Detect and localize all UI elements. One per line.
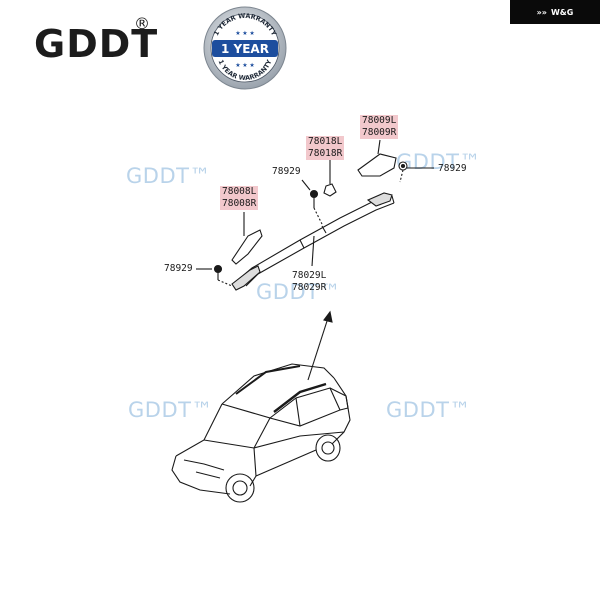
part-number: 78029R: [292, 282, 327, 293]
part-label-clip-top: 78929: [272, 166, 301, 177]
badge-center-text: 1 YEAR: [221, 42, 269, 56]
wings-icon: »»: [536, 7, 547, 17]
star-icon: ★ ★ ★: [235, 30, 254, 37]
rear-end-cover: [357, 153, 397, 177]
center-cover: [323, 183, 337, 197]
corner-tag-label: W&G: [550, 7, 574, 17]
watermark: GDDT™: [128, 398, 213, 422]
clip-bolt: [398, 161, 408, 183]
front-foot: [231, 265, 261, 291]
part-number: 78008R: [220, 198, 259, 210]
watermark: GDDT™: [396, 150, 481, 174]
part-number: 78008L: [220, 186, 259, 198]
front-end-cover: [231, 229, 263, 265]
watermark: GDDT™: [256, 280, 341, 304]
part-number: 78029L: [292, 270, 327, 281]
part-label-clip-right: 78929: [438, 163, 467, 174]
rear-foot: [366, 192, 393, 207]
brand-logo: GDDT: [34, 22, 159, 66]
clip-bolt: [309, 189, 323, 225]
part-number: 78009R: [360, 127, 399, 139]
star-icon: ★ ★ ★: [235, 62, 254, 69]
registered-mark: ®: [134, 14, 150, 33]
part-number: 78018R: [306, 148, 345, 160]
part-label-78018: 78018L 78018R: [306, 136, 345, 160]
corner-tag: »» W&G: [510, 0, 600, 24]
part-label-78009: 78009L 78009R: [360, 115, 399, 139]
watermark: GDDT™: [386, 398, 471, 422]
clip-bolt: [213, 264, 233, 287]
suv-outline: [171, 363, 351, 503]
callout-arrow: [307, 310, 333, 381]
part-number: 78018L: [306, 136, 345, 148]
warranty-badge: 1 YEAR WARRANTY 1 YEAR WARRANTY 1 YEAR ★…: [203, 6, 287, 90]
part-label-78029: 78029L 78029R: [292, 270, 326, 294]
part-number: 78009L: [360, 115, 399, 127]
watermark: GDDT™: [126, 164, 211, 188]
part-label-78008: 78008L 78008R: [220, 186, 259, 210]
part-label-clip-bottom: 78929: [164, 263, 193, 274]
